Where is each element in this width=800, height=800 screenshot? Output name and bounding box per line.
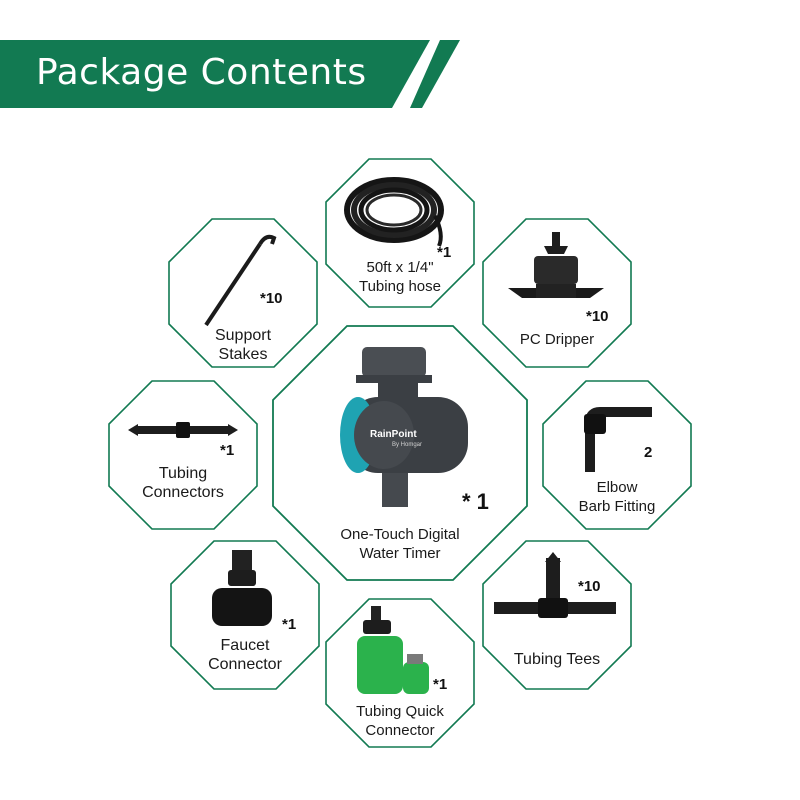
tubing-tees-qty: *10 — [578, 578, 601, 595]
support-stake-image — [204, 234, 277, 327]
faucet-connector-label-line2: Connector — [208, 656, 282, 673]
support-stakes-label-line1: Support — [214, 327, 272, 344]
elbow-barb-qty: 2 — [644, 444, 653, 461]
water-timer-label: One-Touch Digital Water Timer — [320, 525, 480, 563]
tubing-hose-label-line1: 50ft x 1/4" — [366, 259, 434, 276]
tubing-tee-image — [494, 552, 616, 618]
item-pc-dripper: *10 PC Dripper — [482, 218, 632, 368]
pc-dripper-label-line1: PC Dripper — [519, 331, 595, 348]
item-tubing-connectors: *1 Tubing Connectors — [108, 380, 258, 530]
banner-background — [0, 40, 440, 108]
quick-connector-label-line1: Tubing Quick — [356, 703, 444, 720]
water-timer-label-line1: One-Touch Digital — [340, 526, 460, 543]
timer-brand-sub: By Homgar — [392, 442, 423, 448]
item-water-timer: RainPoint By Homgar * 1 One-Touch Digita… — [272, 325, 528, 581]
tubing-hose-image — [344, 177, 444, 247]
water-timer-label-line2: Water Timer — [359, 545, 441, 562]
item-support-stakes: *10 Support Stakes — [168, 218, 318, 368]
page-title: Package Contents — [36, 52, 367, 93]
quick-connector-image — [357, 606, 429, 694]
elbow-barb-label-line2: Barb Fitting — [578, 498, 656, 515]
faucet-connector-label-line1: Faucet — [220, 637, 270, 654]
faucet-connector-label: Faucet Connector — [190, 636, 300, 674]
pc-dripper-label: PC Dripper — [502, 330, 612, 349]
tubing-hose-label-line2: Tubing hose — [358, 278, 441, 295]
item-elbow-barb-fitting: 2 Elbow Barb Fitting — [542, 380, 692, 530]
item-tubing-quick-connector: *1 Tubing Quick Connector — [325, 598, 475, 748]
tubing-connectors-label: Tubing Connectors — [128, 464, 238, 502]
quick-connector-qty: *1 — [433, 676, 448, 693]
tubing-connectors-label-line1: Tubing — [158, 465, 208, 482]
faucet-connector-qty: *1 — [282, 616, 297, 633]
tubing-connector-image — [128, 422, 238, 438]
elbow-barb-image — [584, 407, 652, 472]
elbow-barb-label: Elbow Barb Fitting — [562, 478, 672, 516]
timer-brand: RainPoint — [370, 429, 417, 440]
tubing-tees-label-line1: Tubing Tees — [513, 651, 601, 668]
support-stakes-label-line2: Stakes — [218, 346, 268, 363]
quick-connector-label-line2: Connector — [365, 722, 435, 739]
tubing-hose-label: 50ft x 1/4" Tubing hose — [345, 258, 455, 296]
banner-tip — [410, 40, 460, 108]
item-tubing-tees: *10 Tubing Tees — [482, 540, 632, 690]
header-banner: Package Contents — [0, 0, 800, 120]
tubing-connectors-label-line2: Connectors — [142, 484, 224, 501]
tubing-hose-qty: *1 — [437, 244, 452, 261]
pc-dripper-qty: *10 — [586, 308, 609, 325]
water-timer-image — [340, 347, 468, 507]
pc-dripper-image — [508, 232, 604, 298]
faucet-connector-image — [212, 550, 272, 626]
tubing-tees-label: Tubing Tees — [502, 650, 612, 669]
quick-connector-label: Tubing Quick Connector — [345, 702, 455, 740]
support-stakes-label: Support Stakes — [188, 326, 298, 364]
item-tubing-hose: *1 50ft x 1/4" Tubing hose — [325, 158, 475, 308]
water-timer-qty: * 1 — [462, 489, 489, 514]
tubing-connectors-qty: *1 — [220, 442, 235, 459]
item-faucet-connector: *1 Faucet Connector — [170, 540, 320, 690]
elbow-barb-label-line1: Elbow — [596, 479, 638, 496]
support-stakes-qty: *10 — [260, 290, 283, 307]
